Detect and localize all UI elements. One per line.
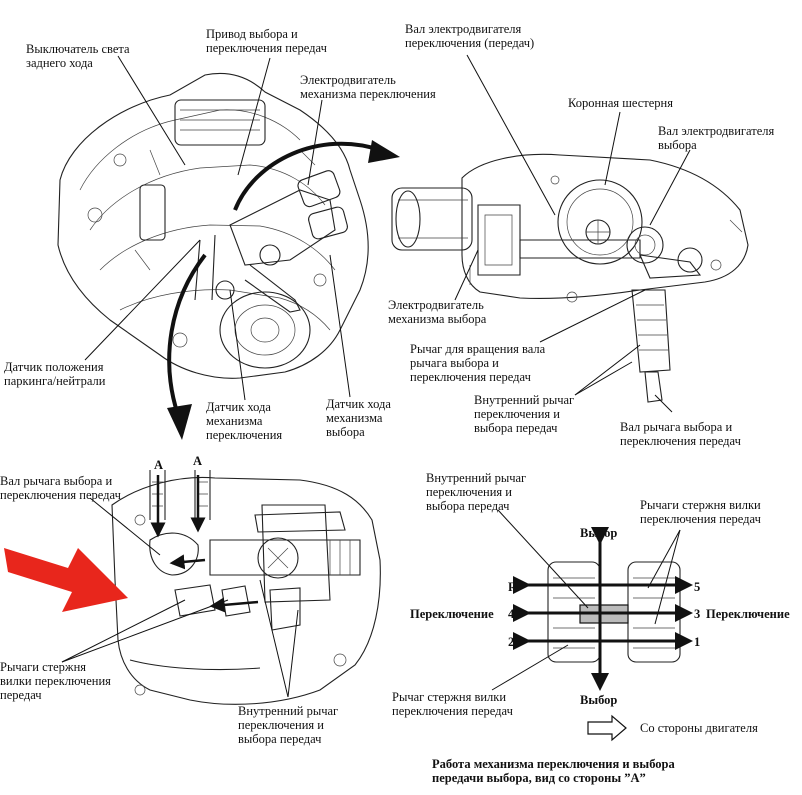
label-select-stroke-sensor: Датчик хода механизма выбора — [326, 397, 391, 439]
label-fork-rod-levers-right: Рычаги стержня вилки переключения переда… — [640, 498, 761, 526]
label-inner-lever-top: Внутренний рычаг переключения и выбора п… — [474, 393, 575, 435]
label-park-neutral-sensor: Датчик положения паркинга/нейтрали — [4, 360, 106, 388]
view-marker-a-left: A — [154, 458, 164, 472]
label-inner-lever-pattern: Внутренний рычаг переключения и выбора п… — [426, 471, 527, 513]
pattern-select-top: Выбор — [580, 526, 618, 540]
lever-direction-arrow — [209, 597, 259, 613]
pattern-gear-r: R — [508, 580, 518, 594]
engine-side-arrow — [587, 714, 627, 742]
pattern-gear-3: 3 — [694, 607, 701, 621]
label-fork-rod-levers-left: Рычаги стержня вилки переключения переда… — [0, 660, 111, 702]
red-pointer-arrow — [4, 548, 128, 612]
label-inner-lever-bottom: Внутренний рычаг переключения и выбора п… — [238, 704, 339, 746]
view-a-drawing — [111, 470, 381, 705]
label-select-motor: Электродвигатель механизма выбора — [388, 298, 487, 326]
curved-arrow-head — [368, 140, 400, 163]
curved-arrow-to-detail — [233, 141, 381, 211]
diagram-caption: Работа механизма переключения и выбора п… — [432, 757, 675, 785]
label-select-shift-drive: Привод выбора и переключения передач — [206, 27, 327, 55]
label-shift-stroke-sensor: Датчик хода механизма переключения — [206, 400, 283, 442]
curved-arrow-to-view-a — [167, 253, 207, 416]
label-shift-motor-shaft: Вал электродвигателя переключения (перед… — [405, 22, 535, 50]
label-lever-rotation: Рычаг для вращения вала рычага выбора и … — [410, 342, 546, 384]
label-crown-gear: Коронная шестерня — [568, 96, 673, 110]
pattern-gear-4: 4 — [508, 607, 515, 621]
pattern-shift-left: Переключение — [410, 607, 494, 621]
label-reverse-light-switch: Выключатель света заднего хода — [26, 42, 130, 70]
label-shift-motor: Электродвигатель механизма переключения — [300, 73, 436, 101]
label-fork-rod-lever-single: Рычаг стержня вилки переключения передач — [392, 690, 513, 718]
label-from-engine-side: Со стороны двигателя — [640, 721, 758, 735]
transmission-drawing — [57, 72, 369, 379]
pattern-select-bottom: Выбор — [580, 693, 618, 707]
pattern-shift-right: Переключение — [706, 607, 790, 621]
label-lever-shaft-left: Вал рычага выбора и переключения передач — [0, 474, 121, 502]
shaft-direction-arrow — [169, 554, 206, 570]
pattern-gear-1: 1 — [694, 635, 701, 649]
actuator-drawing — [391, 153, 749, 403]
shift-pattern-diagram — [513, 527, 693, 691]
pattern-gear-2: 2 — [508, 635, 515, 649]
curved-arrow-down-head — [167, 404, 192, 440]
leader-lines — [61, 54, 691, 698]
label-select-motor-shaft: Вал электродвигателя выбора — [658, 124, 775, 152]
pattern-gear-5: 5 — [694, 580, 701, 594]
label-lever-shaft-right: Вал рычага выбора и переключения передач — [620, 420, 741, 448]
view-marker-a-right: A — [193, 454, 203, 468]
